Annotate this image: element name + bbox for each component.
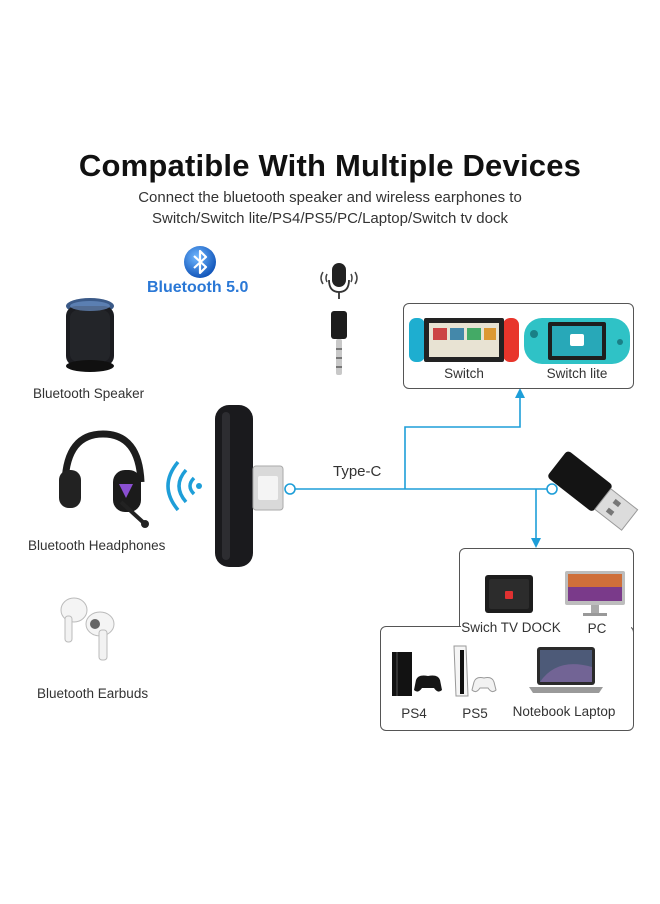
switch-label: Switch bbox=[444, 366, 484, 381]
switch-lite-image bbox=[524, 318, 630, 364]
microphone-icon bbox=[320, 263, 358, 375]
speaker-label: Bluetooth Speaker bbox=[33, 386, 145, 401]
bluetooth-speaker-image bbox=[66, 298, 114, 372]
switch-tv-dock-image bbox=[485, 575, 533, 613]
arrow-up bbox=[515, 388, 525, 398]
subtitle-line-1: Connect the bluetooth speaker and wirele… bbox=[138, 189, 522, 206]
pc-monitor-image bbox=[565, 571, 625, 616]
bluetooth-earbuds-image bbox=[60, 597, 115, 661]
wireless-signal-icon bbox=[166, 460, 202, 512]
bluetooth-icon bbox=[184, 246, 216, 278]
type-c-label: Type-C bbox=[333, 463, 382, 480]
connection-line-top bbox=[404, 396, 521, 489]
laptop-label: Notebook Laptop bbox=[512, 704, 616, 719]
headphones-label: Bluetooth Headphones bbox=[28, 538, 166, 553]
ps5-image bbox=[453, 645, 497, 697]
page-title: Compatible With Multiple Devices bbox=[78, 148, 582, 183]
bluetooth-headphones-image bbox=[59, 430, 149, 528]
adapter-body bbox=[215, 405, 253, 567]
nintendo-switch-image bbox=[409, 318, 519, 362]
earbuds-label: Bluetooth Earbuds bbox=[37, 686, 149, 701]
bluetooth-version-label: Bluetooth 5.0 bbox=[147, 279, 249, 296]
switch-lite-label: Switch lite bbox=[546, 366, 608, 381]
tv-dock-label: Swich TV DOCK bbox=[461, 620, 561, 635]
notebook-laptop-image bbox=[529, 647, 603, 693]
ps5-label: PS5 bbox=[462, 706, 488, 721]
ps4-label: PS4 bbox=[401, 706, 427, 721]
arrow-down bbox=[531, 538, 541, 548]
pc-label: PC bbox=[587, 621, 607, 636]
subtitle-line-2: Switch/Switch lite/PS4/PS5/PC/Laptop/Swi… bbox=[152, 210, 508, 227]
usb-dongle bbox=[548, 451, 639, 531]
ps4-image bbox=[392, 652, 442, 696]
